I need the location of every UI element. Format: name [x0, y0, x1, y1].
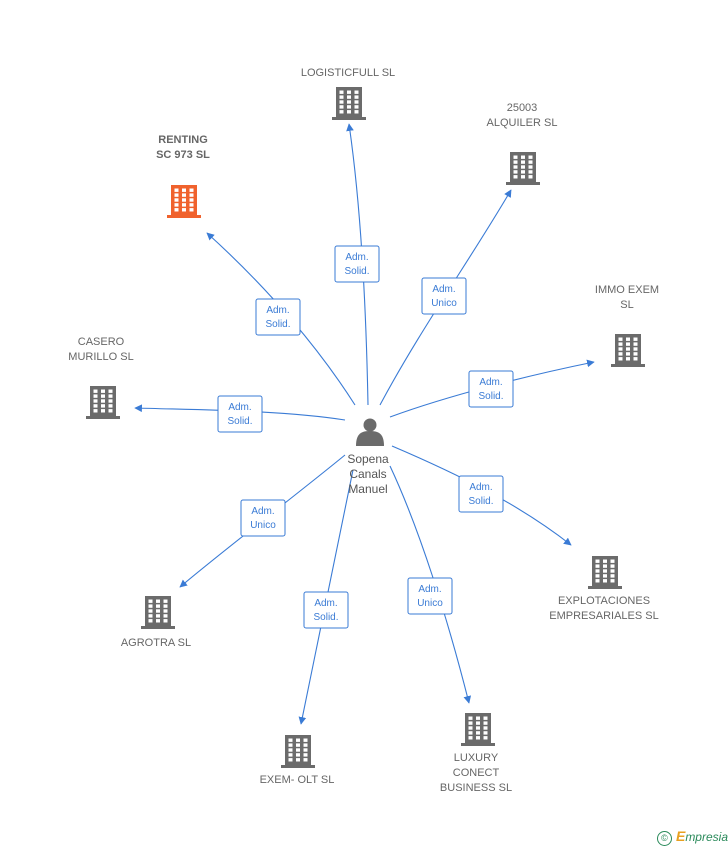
- brand-initial: E: [675, 828, 686, 844]
- role-badge-agrotra[interactable]: Adm. Unico: [240, 499, 286, 537]
- company-label: EMPRESARIALES SL: [549, 610, 658, 622]
- building-icon: [588, 556, 622, 589]
- role-text: Adm.: [266, 305, 289, 316]
- company-label: IMMO EXEM: [595, 284, 659, 296]
- company-label: LUXURY: [454, 752, 499, 764]
- building-icon: [167, 185, 201, 218]
- company-label: MURILLO SL: [68, 351, 133, 363]
- role-text: Solid.: [227, 416, 252, 427]
- edge-luxury: [389, 465, 472, 704]
- role-text: Unico: [431, 298, 457, 309]
- role-text: Solid.: [344, 266, 369, 277]
- role-text: Adm.: [345, 252, 368, 263]
- role-text: Solid.: [265, 319, 290, 330]
- role-box: [458, 475, 504, 513]
- role-text: Unico: [417, 598, 443, 609]
- role-badge-logisticfull[interactable]: Adm. Solid.: [334, 245, 380, 283]
- copyright-icon: ©: [656, 831, 672, 846]
- building-icon: [506, 152, 540, 185]
- role-text: Adm.: [228, 402, 251, 413]
- company-label: BUSINESS SL: [440, 782, 512, 794]
- role-box: [255, 298, 301, 336]
- role-badge-casero[interactable]: Adm. Solid.: [217, 395, 263, 433]
- company-label: CONECT: [453, 767, 500, 779]
- role-badge-alquiler[interactable]: Adm. Unico: [421, 277, 467, 315]
- role-badge-explotaciones[interactable]: Adm. Solid.: [458, 475, 504, 513]
- company-node-explotaciones[interactable]: EXPLOTACIONES EMPRESARIALES SL: [549, 556, 659, 622]
- person-label: Manuel: [348, 482, 387, 496]
- person-icon: [356, 418, 384, 446]
- company-label: ALQUILER SL: [487, 117, 558, 129]
- building-icon: [611, 334, 645, 367]
- role-text: Unico: [250, 520, 276, 531]
- role-box: [468, 370, 514, 408]
- brand-name: mpresia: [685, 830, 728, 844]
- role-text: Adm.: [418, 584, 441, 595]
- role-box: [334, 245, 380, 283]
- role-box: [217, 395, 263, 433]
- role-text: Adm.: [314, 598, 337, 609]
- role-text: Solid.: [478, 391, 503, 402]
- company-label: 25003: [507, 102, 538, 114]
- company-node-logisticfull[interactable]: LOGISTICFULL SL: [301, 67, 395, 120]
- role-text: Adm.: [469, 482, 492, 493]
- company-node-exemolt[interactable]: EXEM- OLT SL: [260, 735, 335, 786]
- role-box: [421, 277, 467, 315]
- building-icon: [281, 735, 315, 768]
- company-label: EXPLOTACIONES: [558, 595, 650, 607]
- building-icon: [332, 87, 366, 120]
- role-text: Solid.: [468, 496, 493, 507]
- company-label: SL: [620, 299, 633, 311]
- building-icon: [461, 713, 495, 746]
- company-label: CASERO: [78, 336, 125, 348]
- role-box: [240, 499, 286, 537]
- company-label: EXEM- OLT SL: [260, 774, 335, 786]
- company-node-renting[interactable]: RENTING SC 973 SL: [156, 134, 210, 218]
- person-label: Sopena: [347, 452, 389, 466]
- company-label: RENTING: [158, 134, 208, 146]
- role-badge-renting[interactable]: Adm. Solid.: [255, 298, 301, 336]
- role-text: Adm.: [479, 377, 502, 388]
- role-box: [407, 577, 453, 615]
- company-node-immo[interactable]: IMMO EXEM SL: [595, 284, 659, 367]
- building-icon: [141, 596, 175, 629]
- role-badge-luxury[interactable]: Adm. Unico: [407, 577, 453, 615]
- role-text: Adm.: [251, 506, 274, 517]
- role-badge-immo[interactable]: Adm. Solid.: [468, 370, 514, 408]
- company-label: AGROTRA SL: [121, 637, 191, 649]
- company-node-luxury[interactable]: LUXURY CONECT BUSINESS SL: [440, 713, 512, 794]
- person-label: Canals: [349, 467, 386, 481]
- company-label: SC 973 SL: [156, 149, 210, 161]
- role-box: [303, 591, 349, 629]
- credit: ©Empresia: [656, 828, 728, 846]
- role-badge-exemolt[interactable]: Adm. Solid.: [303, 591, 349, 629]
- role-text: Solid.: [313, 612, 338, 623]
- company-node-casero[interactable]: CASERO MURILLO SL: [68, 336, 134, 419]
- role-text: Adm.: [432, 284, 455, 295]
- edges-layer: Adm.Solid.Adm.UnicoAdm.Solid.Adm.Solid.A…: [134, 123, 595, 725]
- company-label: LOGISTICFULL SL: [301, 67, 395, 79]
- company-node-agrotra[interactable]: AGROTRA SL: [121, 596, 191, 649]
- building-icon: [86, 386, 120, 419]
